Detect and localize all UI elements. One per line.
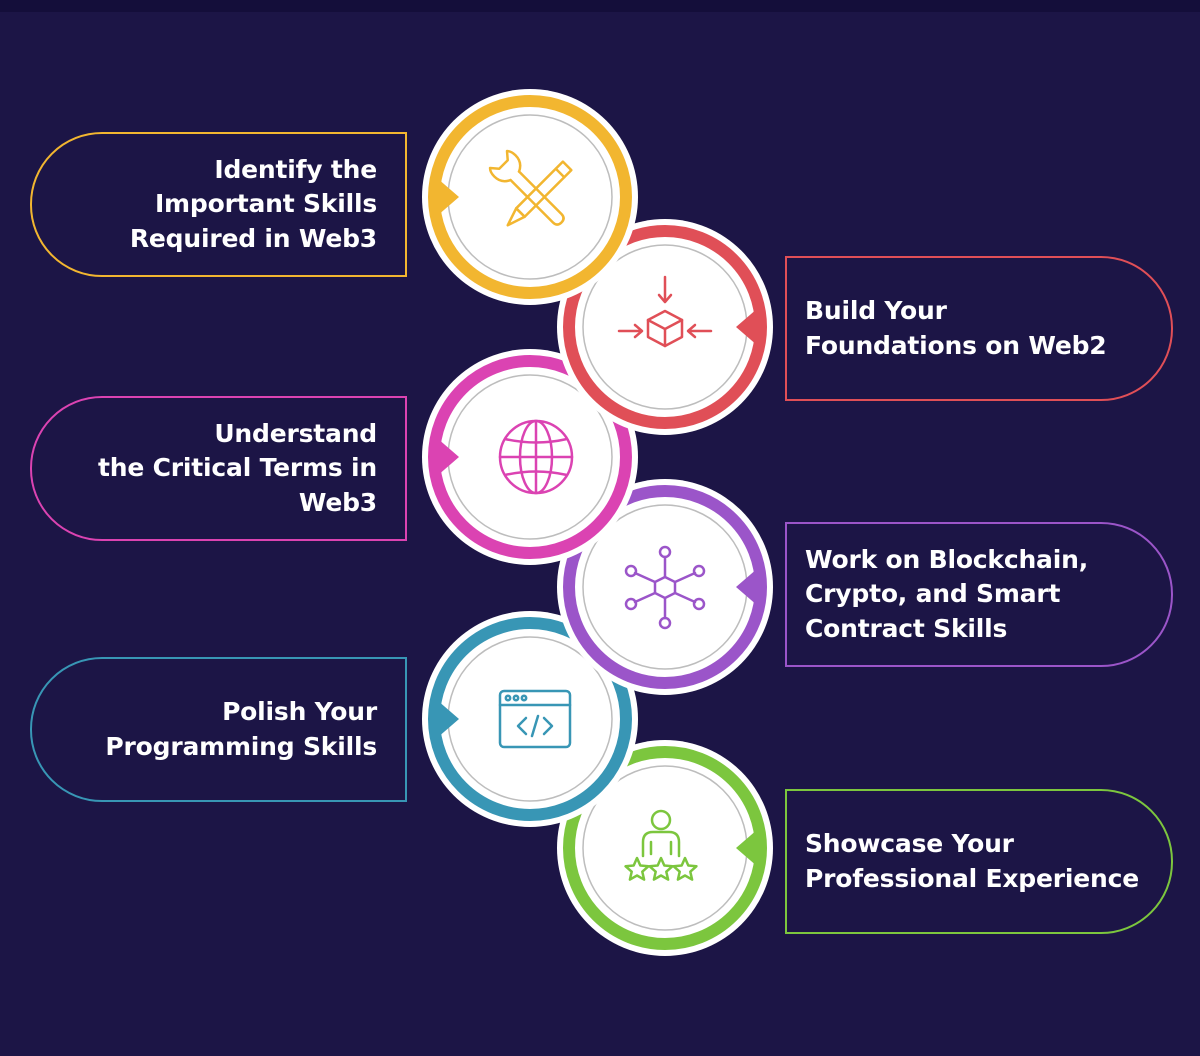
top-strip [0, 0, 1200, 12]
network-hub-icon [624, 545, 706, 630]
step-circle-3 [420, 347, 640, 567]
step-label-5: Polish Your Programming Skills [30, 657, 407, 802]
step-circle-4 [555, 477, 775, 697]
step-label-3-text: Understand the Critical Terms in Web3 [98, 418, 377, 517]
step-circle-6 [555, 738, 775, 958]
step-label-1: Identify the Important Skills Required i… [30, 132, 407, 277]
step-label-6-text: Showcase Your Professional Experience [805, 829, 1139, 893]
step-label-4: Work on Blockchain, Crypto, and Smart Co… [785, 522, 1173, 667]
step-circle-1 [420, 87, 640, 307]
step-label-2: Build Your Foundations on Web2 [785, 256, 1173, 401]
step-label-3: Understand the Critical Terms in Web3 [30, 396, 407, 541]
user-rating-icon [624, 809, 698, 881]
step-label-6: Showcase Your Professional Experience [785, 789, 1173, 934]
tools-icon [488, 149, 573, 227]
box-inward-arrows-icon [617, 275, 713, 348]
step-label-4-text: Work on Blockchain, Crypto, and Smart Co… [805, 544, 1088, 643]
code-window-icon [498, 689, 572, 749]
step-label-1-text: Identify the Important Skills Required i… [129, 154, 377, 253]
step-label-2-text: Build Your Foundations on Web2 [805, 296, 1107, 360]
globe-icon [498, 419, 574, 495]
step-circle-5 [420, 609, 640, 829]
step-circle-2 [555, 217, 775, 437]
step-label-5-text: Polish Your Programming Skills [105, 697, 377, 761]
